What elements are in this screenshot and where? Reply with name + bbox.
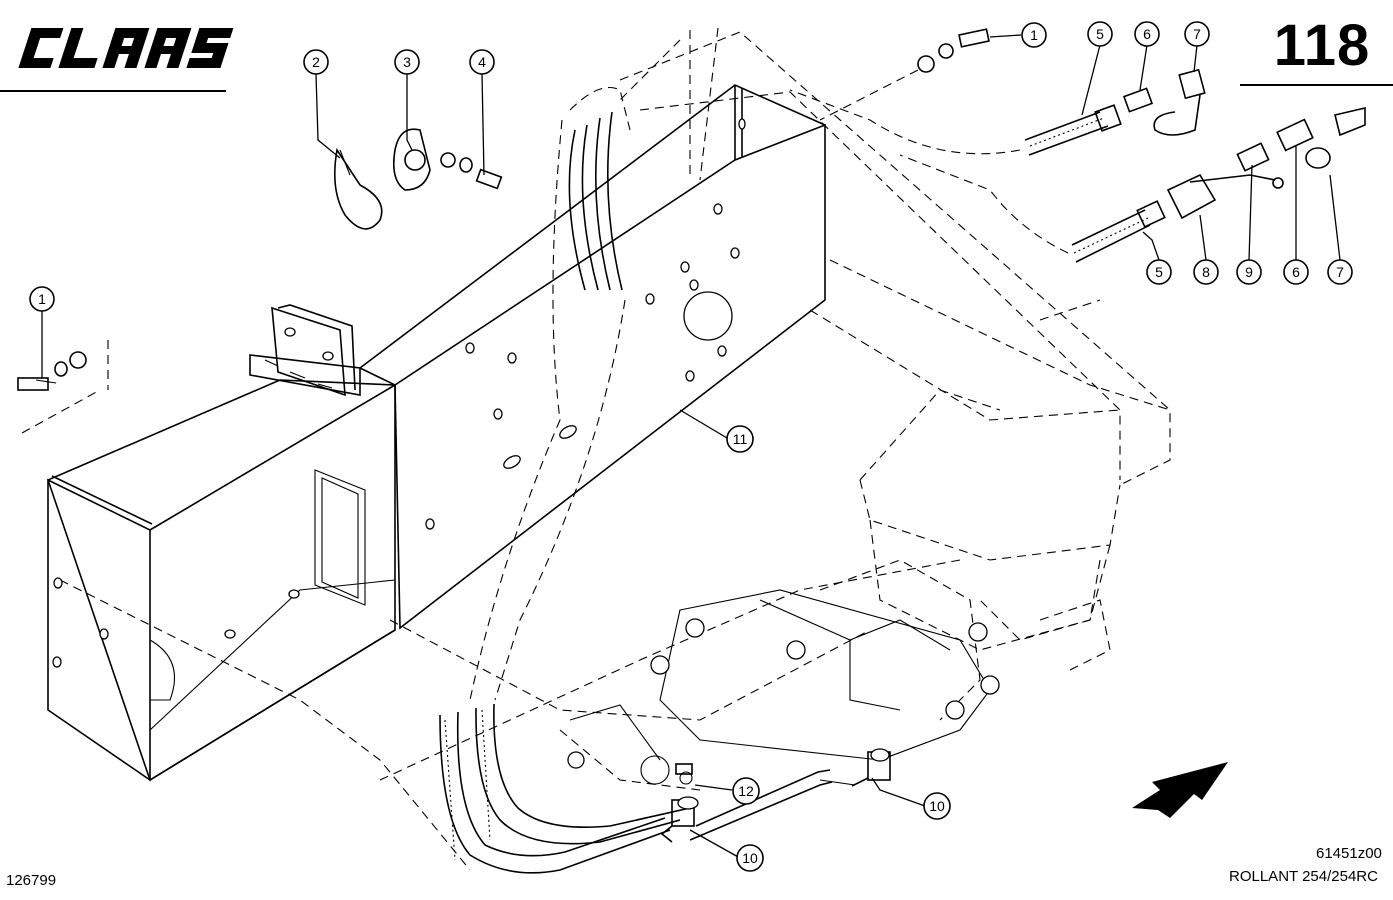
callout-10-left: 10 (736, 844, 764, 872)
callout-9: 9 (1236, 259, 1262, 285)
callout-10-right: 10 (923, 792, 951, 820)
model-name: ROLLANT 254/254RC (1229, 868, 1378, 885)
svg-text:6: 6 (1143, 26, 1151, 42)
valve-block (567, 589, 1000, 785)
svg-text:1: 1 (38, 291, 46, 307)
document-number: 126799 (6, 872, 57, 889)
svg-text:9: 9 (1245, 264, 1253, 280)
upper-coupling-set (789, 68, 1206, 156)
hose-clamp-assembly (35, 128, 503, 384)
svg-text:5: 5 (1096, 26, 1104, 42)
direction-arrow (1132, 762, 1228, 818)
svg-text:4: 4 (478, 54, 486, 70)
cable-tie (333, 147, 383, 230)
svg-text:7: 7 (1336, 264, 1344, 280)
elbow-fittings (660, 748, 891, 843)
svg-text:10: 10 (742, 850, 758, 866)
hose-routing (439, 86, 856, 874)
callout-1-top-right: 1 (1021, 22, 1047, 48)
page-number: 118 (1273, 13, 1371, 78)
callout-5-upper: 5 (1087, 21, 1113, 47)
callout-7-upper: 7 (1184, 21, 1210, 47)
callout-11: 11 (726, 425, 754, 453)
callout-3: 3 (394, 49, 420, 75)
callout-1-left: 1 (29, 286, 55, 312)
header-rule-right (1240, 84, 1393, 86)
figure-code: 61451z00 (1316, 845, 1382, 862)
header-rule-left (0, 90, 226, 92)
svg-text:6: 6 (1292, 264, 1300, 280)
svg-text:5: 5 (1155, 264, 1163, 280)
leader-lines (41, 34, 1341, 859)
bolt-washer-nut-top (819, 28, 990, 121)
support-beam (359, 84, 826, 630)
callout-6-lower: 6 (1283, 259, 1309, 285)
svg-text:2: 2 (312, 54, 320, 70)
svg-text:1: 1 (1030, 27, 1038, 43)
callout-12: 12 (732, 777, 760, 805)
svg-text:10: 10 (929, 798, 945, 814)
callout-5-lower: 5 (1146, 259, 1172, 285)
lower-coupling-set-with-tap (899, 106, 1366, 263)
machine-frame-outline (59, 27, 1171, 871)
svg-text:12: 12 (738, 783, 754, 799)
mounting-box (47, 304, 396, 782)
callout-7-lower: 7 (1327, 259, 1353, 285)
svg-text:7: 7 (1193, 26, 1201, 42)
callout-6-upper: 6 (1134, 21, 1160, 47)
callout-8: 8 (1193, 259, 1219, 285)
callout-2: 2 (303, 49, 329, 75)
callout-4: 4 (469, 49, 495, 75)
svg-text:8: 8 (1202, 264, 1210, 280)
claas-logo (18, 28, 234, 68)
svg-text:3: 3 (403, 54, 411, 70)
svg-text:11: 11 (733, 431, 748, 447)
bolt-washer-nut-left (17, 340, 109, 434)
